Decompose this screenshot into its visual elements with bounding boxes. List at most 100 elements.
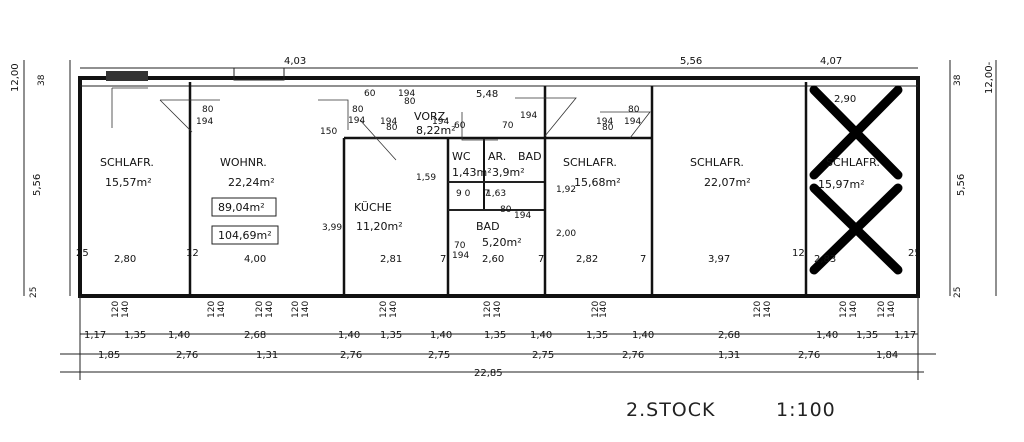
room-name-6: BAD — [476, 220, 500, 233]
inner-dim-2: 2,81 — [380, 254, 402, 265]
window-label-19: 140 — [887, 301, 897, 318]
misc-label-8: 194 — [432, 117, 449, 127]
inner-dim-10: 7 — [440, 254, 446, 265]
door-6 — [515, 97, 577, 137]
door-3 — [318, 99, 349, 130]
misc-label-21: 194 — [452, 251, 469, 261]
room-name-9: SCHLAFR. — [826, 156, 880, 169]
left-height-dim: 5,56 — [32, 174, 43, 196]
misc-label-22: 70 — [502, 121, 514, 131]
misc-label-5: 80 — [386, 123, 398, 133]
window-label-7: 140 — [301, 301, 311, 318]
misc-label-26: 60 — [364, 89, 376, 99]
misc-label-4: 150 — [320, 127, 337, 137]
total-width-dim: 22,85 — [474, 368, 503, 379]
room-name-3: KÜCHE — [354, 201, 392, 214]
window-label-14: 120 — [753, 301, 763, 318]
inner-dim-0: 2,80 — [114, 254, 136, 265]
row1-dim-13: 1,35 — [856, 330, 878, 341]
door-2 — [159, 99, 220, 133]
room-area-5: 3,9m² — [492, 166, 525, 179]
misc-label-15: 1,92 — [556, 185, 576, 195]
room-name-4: WC — [452, 150, 471, 163]
cross-mark-2b — [809, 183, 903, 275]
room-name-1: WOHNR. — [220, 156, 267, 169]
misc-label-9: 80 — [602, 123, 614, 133]
room-area-4: 1,43m² — [452, 166, 492, 179]
row1-dim-5: 1,35 — [380, 330, 402, 341]
inner-dim-6: 2,83 — [814, 254, 836, 265]
window-label-6: 120 — [291, 301, 301, 318]
misc-label-23: 194 — [520, 111, 537, 121]
cross-mark-1b — [809, 85, 903, 180]
row2-dim-9: 1,84 — [876, 350, 898, 361]
area-box-2 — [211, 225, 279, 245]
misc-label-7: 60 — [454, 121, 466, 131]
window-label-16: 120 — [839, 301, 849, 318]
inner-dim-3: 2,60 — [482, 254, 504, 265]
room-name-0: SCHLAFR. — [100, 156, 154, 169]
inner-dim-4: 2,82 — [576, 254, 598, 265]
balcony-block — [233, 67, 285, 81]
top-dim-2: 4,07 — [820, 56, 842, 67]
room-sub-bad: BAD — [518, 150, 542, 163]
room-name-7: SCHLAFR. — [563, 156, 617, 169]
row2-dim-5: 2,75 — [532, 350, 554, 361]
row2-dim-4: 2,75 — [428, 350, 450, 361]
top-dim-3: 5,48 — [476, 89, 498, 100]
row1-dim-12: 1,40 — [816, 330, 838, 341]
misc-label-27: 194 — [398, 89, 415, 99]
right-height-dim: 5,56 — [956, 174, 967, 196]
row1-dim-7: 1,35 — [484, 330, 506, 341]
room-area-3: 11,20m² — [356, 220, 403, 233]
misc-label-16: 2,00 — [556, 229, 576, 239]
window-label-5: 140 — [265, 301, 275, 318]
misc-label-20: 70 — [454, 241, 466, 251]
room-area-2: 8,22m² — [416, 124, 456, 137]
row2-dim-6: 2,76 — [622, 350, 644, 361]
right-outer-dim: 12,00- — [984, 61, 995, 94]
room-name-5: AR. — [488, 150, 506, 163]
floor-label: 2.STOCK — [626, 399, 715, 421]
misc-label-10: 194 — [596, 117, 613, 127]
area-box-2-value: 104,69m² — [218, 229, 272, 242]
room-area-0: 15,57m² — [105, 176, 152, 189]
inner-dim-12: 7 — [640, 254, 646, 265]
window-label-1: 140 — [121, 301, 131, 318]
room-area-9: 15,97m² — [818, 178, 865, 191]
left-outer-dim: 12,00 — [10, 63, 21, 92]
row1-dim-0: 1,17 — [84, 330, 106, 341]
window-label-18: 120 — [877, 301, 887, 318]
door-5 — [461, 112, 498, 141]
window-label-15: 140 — [763, 301, 773, 318]
misc-label-18: 1,63 — [486, 189, 506, 199]
window-label-10: 120 — [483, 301, 493, 318]
misc-label-17: 9 0 — [456, 189, 471, 199]
row1-dim-11: 2,68 — [718, 330, 740, 341]
window-label-9: 140 — [389, 301, 399, 318]
misc-label-11: 80 — [628, 105, 640, 115]
row1-dim-3: 2,68 — [244, 330, 266, 341]
misc-label-13: 1,59 — [416, 173, 436, 183]
misc-label-3: 194 — [348, 116, 365, 126]
left-25: 25 — [29, 287, 39, 298]
area-box-1-value: 89,04m² — [218, 201, 265, 214]
row2-dim-1: 2,76 — [176, 350, 198, 361]
row2-dim-0: 1,85 — [98, 350, 120, 361]
inner-dim-13: 25 — [908, 248, 921, 259]
window-label-13: 140 — [599, 301, 609, 318]
door-7 — [600, 111, 651, 139]
right-38: 38 — [953, 74, 963, 86]
row2-dim-7: 1,31 — [718, 350, 740, 361]
outer-wall — [78, 76, 920, 298]
window-label-11: 140 — [493, 301, 503, 318]
room-area-6: 5,20m² — [482, 236, 522, 249]
chimney-block — [106, 71, 148, 81]
window-label-8: 120 — [379, 301, 389, 318]
misc-label-24: 80 — [500, 205, 512, 215]
right-25: 25 — [953, 287, 963, 298]
inner-dim-8: 25 — [76, 248, 89, 259]
room-name-8: SCHLAFR. — [690, 156, 744, 169]
door-1 — [111, 87, 148, 128]
